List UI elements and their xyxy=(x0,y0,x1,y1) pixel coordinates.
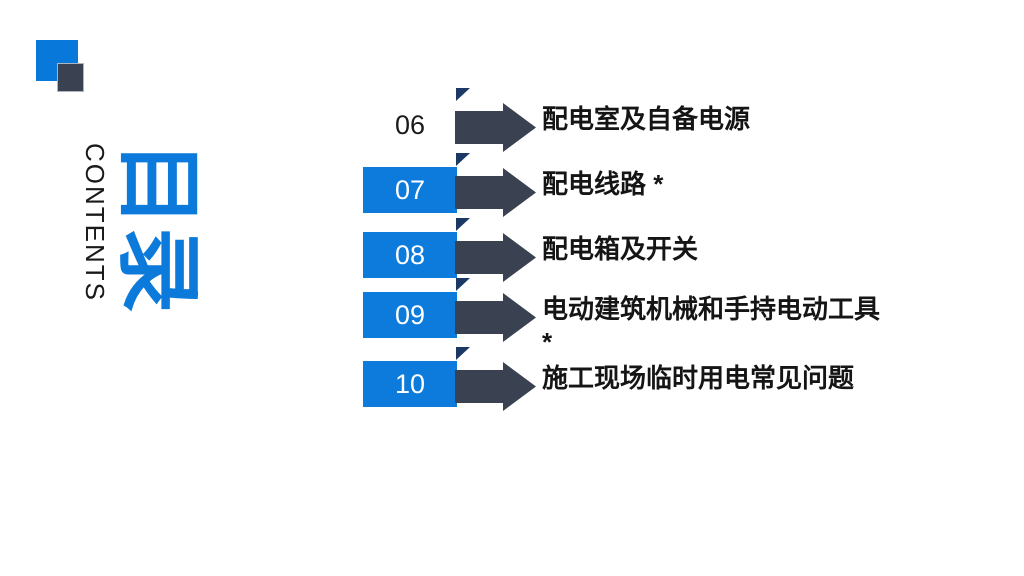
item-label-line1: 电动建筑机械和手持电动工具 xyxy=(542,294,881,324)
item-label-line1: 配电箱及开关 xyxy=(542,234,699,264)
toc-item-10[interactable]: 10 施工现场临时用电常见问题 xyxy=(363,347,963,411)
arrow-icon xyxy=(455,153,536,217)
arrow-icon xyxy=(455,88,536,152)
item-number: 10 xyxy=(394,368,426,399)
dark-square-icon xyxy=(57,63,84,92)
item-label-line1: 施工现场临时用电常见问题 xyxy=(542,363,855,393)
item-number: 06 xyxy=(394,109,426,140)
arrow-icon xyxy=(455,278,536,342)
toc-item-09[interactable]: 09 电动建筑机械和手持电动工具 * xyxy=(363,278,963,357)
item-label: 施工现场临时用电常见问题 xyxy=(542,362,922,395)
item-label-line2: * xyxy=(542,327,553,357)
item-number-badge: 09 xyxy=(363,292,457,338)
arrow-icon xyxy=(455,218,536,282)
item-label: 配电箱及开关 xyxy=(542,233,922,266)
item-label: 配电线路 * xyxy=(542,168,922,201)
item-number: 07 xyxy=(394,174,426,205)
toc-item-08[interactable]: 08 配电箱及开关 xyxy=(363,218,963,282)
toc-list: 06 配电室及自备电源 07 配电线路 * xyxy=(363,0,963,576)
toc-item-06[interactable]: 06 配电室及自备电源 xyxy=(363,88,963,152)
arrow-icon xyxy=(455,347,536,411)
item-label-line1: 配电线路 * xyxy=(542,169,664,199)
item-label-line1: 配电室及自备电源 xyxy=(542,104,751,134)
item-number: 08 xyxy=(394,239,426,270)
toc-item-07[interactable]: 07 配电线路 * xyxy=(363,153,963,217)
page-title: 目录 xyxy=(110,141,206,313)
item-label: 配电室及自备电源 xyxy=(542,103,922,136)
contents-subtitle: CONTENTS xyxy=(80,143,110,302)
item-number: 09 xyxy=(394,299,426,330)
item-number-badge: 07 xyxy=(363,167,457,213)
item-label: 电动建筑机械和手持电动工具 * xyxy=(542,293,922,359)
item-number-badge: 08 xyxy=(363,232,457,278)
item-number-badge: 10 xyxy=(363,361,457,407)
item-number-badge: 06 xyxy=(363,102,457,148)
